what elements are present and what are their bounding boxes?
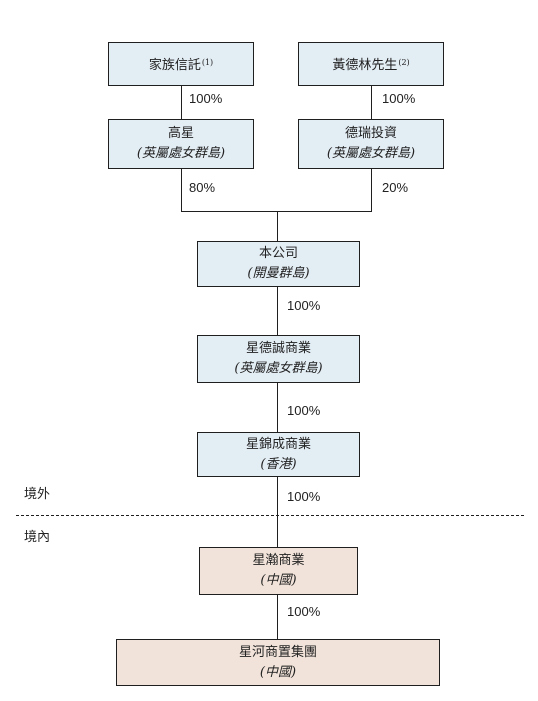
- family-trust-box: 家族信託(1): [108, 42, 254, 86]
- pct-xinghan-xinghe: 100%: [287, 604, 321, 619]
- xinghan-jurisdiction: (中國): [260, 573, 297, 588]
- pct-trust-gaoxing: 100%: [189, 91, 223, 106]
- offshore-label: 境外: [24, 487, 51, 502]
- xingdecheng-jurisdiction: (英屬處女群島): [234, 361, 323, 376]
- connector-gaoxing-down: [181, 169, 182, 211]
- onshore-label: 境內: [24, 530, 51, 545]
- connector-derui-down: [371, 169, 372, 211]
- gaoxing-box: 高星 (英屬處女群島): [108, 119, 254, 169]
- connector-xingjincheng-xinghan: [277, 477, 278, 547]
- pct-xingjincheng-xinghan: 100%: [287, 489, 321, 504]
- pct-xingdecheng-xingjincheng: 100%: [287, 403, 321, 418]
- mr-huang-box: 黃德林先生(2): [298, 42, 444, 86]
- xinghan-box: 星瀚商業 (中國): [199, 547, 358, 595]
- derui-name: 德瑞投資: [344, 126, 397, 141]
- xinghe-name: 星河商置集團: [238, 644, 317, 660]
- xinghe-jurisdiction: (中國): [259, 664, 297, 680]
- connector-merge: [181, 211, 372, 212]
- xingjincheng-name: 星錦成商業: [245, 436, 311, 452]
- mr-huang-note: (2): [398, 57, 410, 67]
- family-trust-name: 家族信託: [148, 57, 201, 73]
- derui-jurisdiction: (英屬處女群島): [326, 146, 416, 161]
- mr-huang-name: 黃德林先生: [332, 57, 398, 73]
- connector-company-xingdecheng: [277, 287, 278, 335]
- company-jurisdiction: (開曼群島): [247, 266, 310, 281]
- family-trust-note: (1): [201, 57, 214, 67]
- xinghe-box: 星河商置集團 (中國): [116, 639, 440, 686]
- connector-merge-down: [277, 211, 278, 241]
- gaoxing-jurisdiction: (英屬處女群島): [136, 146, 226, 161]
- pct-company-xingdecheng: 100%: [287, 298, 321, 313]
- xingdecheng-name: 星德誠商業: [245, 341, 311, 356]
- pct-gaoxing-company: 80%: [189, 180, 216, 195]
- pct-huang-derui: 100%: [382, 91, 416, 106]
- derui-box: 德瑞投資 (英屬處女群島): [298, 119, 444, 169]
- company-name: 本公司: [258, 246, 298, 261]
- xingjincheng-box: 星錦成商業 (香港): [197, 432, 360, 477]
- xingjincheng-jurisdiction: (香港): [260, 456, 297, 472]
- connector-huang-derui: [371, 86, 372, 119]
- connector-xingdecheng-xingjincheng: [277, 383, 278, 432]
- company-box: 本公司 (開曼群島): [197, 241, 360, 287]
- connector-xinghan-xinghe: [277, 595, 278, 639]
- connector-trust-gaoxing: [181, 86, 182, 119]
- xinghan-name: 星瀚商業: [252, 553, 305, 568]
- xingdecheng-box: 星德誠商業 (英屬處女群島): [197, 335, 360, 383]
- gaoxing-name: 高星: [167, 126, 194, 141]
- region-divider: [16, 515, 524, 516]
- pct-derui-company: 20%: [382, 180, 409, 195]
